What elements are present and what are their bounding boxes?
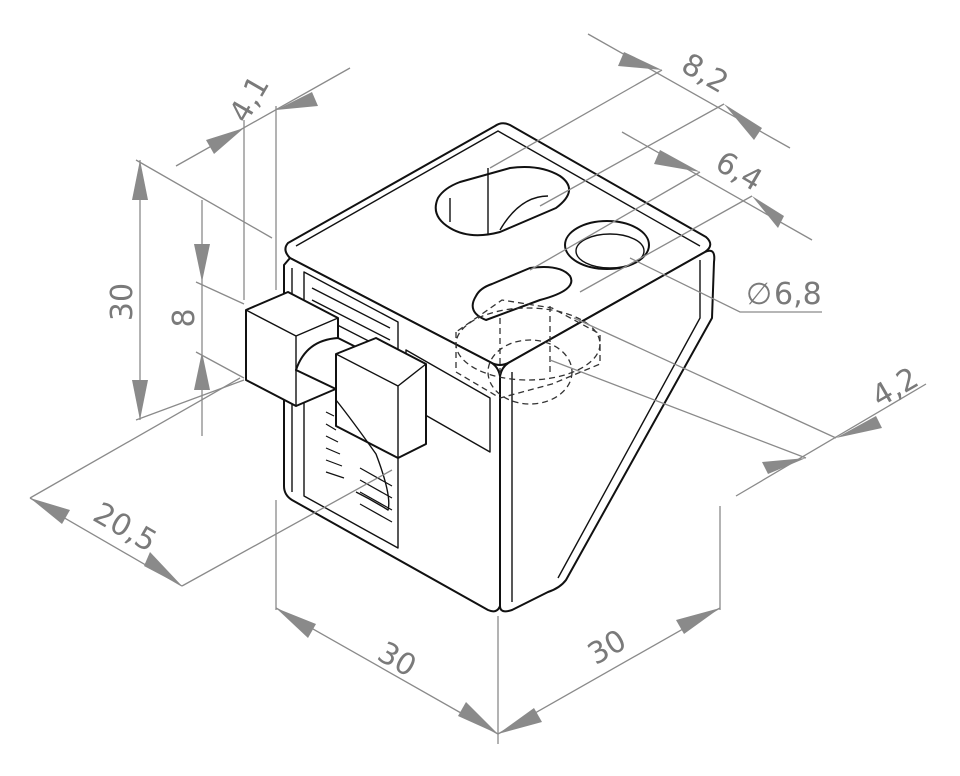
dim-label-4-1: 4,1 <box>223 70 277 129</box>
arrow-4-1-right <box>276 92 318 110</box>
arrow-8-top <box>194 244 210 282</box>
arrow-30v-bottom <box>132 380 148 420</box>
round-hole <box>564 220 650 270</box>
arrow-30bl-b <box>458 702 498 734</box>
arrow-20-5-b <box>144 552 182 586</box>
hidden-bore-b <box>487 339 573 405</box>
arrow-30v-top <box>132 160 148 200</box>
top-slot-large-inner <box>449 168 549 234</box>
right-face <box>499 249 716 613</box>
arrow-30br-b <box>676 608 720 634</box>
hidden-nut <box>455 299 601 399</box>
dim-label-30-left: 30 <box>371 635 422 684</box>
clamp-block-front <box>335 337 427 459</box>
arrow-4-2-b <box>762 458 806 474</box>
thread-lines <box>325 411 393 523</box>
dim-label-8-2: 8,2 <box>675 47 734 101</box>
part-body <box>245 122 716 613</box>
clamp-screw <box>335 399 390 511</box>
arrow-30br-a <box>498 708 542 734</box>
dim-label-dia-6-8: 6,8 <box>774 277 822 312</box>
arrow-8-bottom <box>194 352 210 390</box>
leader-dia-6-8 <box>629 257 822 313</box>
arrow-6-4-a <box>654 150 700 172</box>
arrow-4-2-a <box>836 416 882 438</box>
slope-edge <box>557 260 701 579</box>
dim-label-6-4: 6,4 <box>709 145 768 199</box>
arrow-6-4-b <box>752 196 784 228</box>
arrow-30bl-a <box>276 608 316 638</box>
arrow-8-2-b <box>724 104 762 140</box>
top-edge-chamfer <box>295 130 701 247</box>
clamp-block-front-edge <box>335 353 427 458</box>
dim-label-30-right: 30 <box>582 623 633 672</box>
arrow-4-1-left <box>206 128 244 154</box>
dim-label-30-height: 30 <box>105 283 140 321</box>
top-slot-large <box>434 166 570 237</box>
dim-label-20-5: 20,5 <box>87 496 162 560</box>
arrow-8-2-a <box>618 52 662 70</box>
front-pocket <box>303 271 399 549</box>
dim-label-8: 8 <box>167 308 202 327</box>
dim-label-4-2: 4,2 <box>866 361 925 415</box>
dimension-lines <box>29 33 927 744</box>
arrow-20-5-a <box>30 498 70 524</box>
round-hole-inner <box>575 233 645 269</box>
top-slot-small <box>471 266 573 321</box>
dim-label-dia-symbol: ∅ <box>746 277 772 312</box>
